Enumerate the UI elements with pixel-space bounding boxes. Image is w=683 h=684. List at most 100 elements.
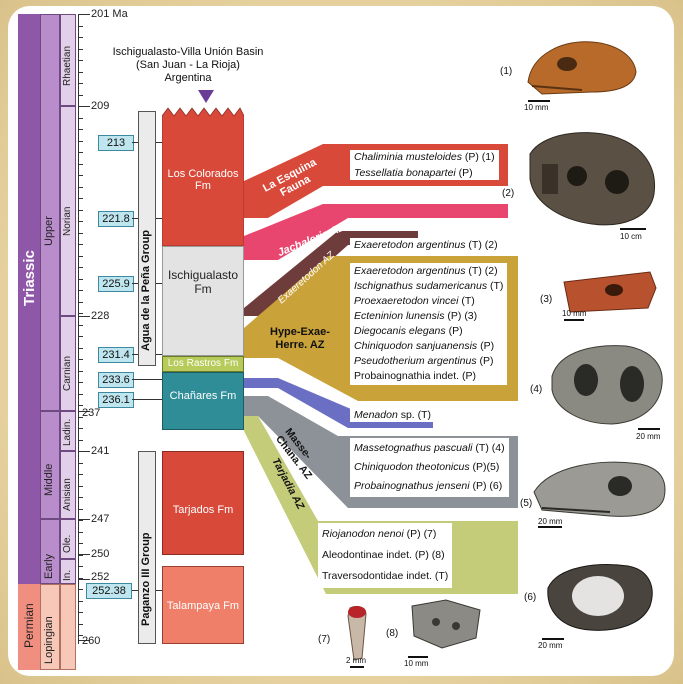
section-marker-triangle-icon xyxy=(198,90,214,104)
age-label-209: 209 xyxy=(91,100,109,112)
scale-bar-3 xyxy=(564,319,584,321)
formation-ischigualasto-name: Ischigualasto xyxy=(162,268,244,282)
age-tick-250 xyxy=(78,554,90,555)
age-axis-minor-tick xyxy=(78,428,83,429)
age-axis-minor-tick xyxy=(78,405,83,406)
taxon-row: Exaeretodon argentinus (T) (2) xyxy=(354,239,498,251)
taxon-row: Probainognathia indet. (P) xyxy=(354,369,503,384)
figure-label-6: (6) xyxy=(524,592,536,603)
figure-label-1: (1) xyxy=(500,66,512,77)
stage-olenekian-label: Ole. xyxy=(62,535,73,553)
stage-carnian-label: Carnian xyxy=(62,356,73,391)
age-axis-minor-tick xyxy=(78,555,83,556)
basin-title: Ischigualasto-Villa Unión Basin (San Jua… xyxy=(108,46,268,85)
specimen-4-skull-image xyxy=(546,340,666,428)
age-axis-minor-tick xyxy=(78,497,83,498)
age-axis-minor-tick xyxy=(78,532,83,533)
age-axis-minor-tick xyxy=(78,164,83,165)
taxon-row: Ecteninion lunensis (P) (3) xyxy=(354,309,503,324)
taxon-row: Traversodontidae indet. (T) xyxy=(322,566,448,587)
age-label-228: 228 xyxy=(91,310,109,322)
radiometric-age-225-9: 225.9 xyxy=(98,276,134,292)
radiometric-age-231-4: 231.4 xyxy=(98,347,134,363)
stage-norian-label: Norian xyxy=(62,207,73,236)
figure-label-8: (8) xyxy=(386,628,398,639)
zone-hype-label: Hype-Exae- Herre. AZ xyxy=(270,326,330,352)
taxon-row: Aleodontinae indet. (P) (8) xyxy=(322,545,448,566)
taxon-row: Riojanodon nenoi (P) (7) xyxy=(322,524,448,545)
age-axis-minor-tick xyxy=(78,589,83,590)
age-label-237: 237 xyxy=(82,407,100,419)
age-axis-minor-tick xyxy=(78,118,83,119)
age-label-247: 247 xyxy=(91,513,109,525)
age-label-201: 201 Ma xyxy=(91,8,128,20)
group-agua-label: Agua de la Peña Group xyxy=(140,230,152,351)
age-axis-minor-tick xyxy=(78,267,83,268)
taxon-row: Menadon sp. (T) xyxy=(354,409,431,421)
age-label-241: 241 xyxy=(91,445,109,457)
age-axis-minor-tick xyxy=(78,72,83,73)
age-axis-minor-tick xyxy=(78,26,83,27)
epoch-lopingian-label: Lopingian xyxy=(43,616,55,664)
age-axis-minor-tick xyxy=(78,198,83,199)
age-axis-minor-tick xyxy=(78,37,83,38)
radiometric-age-221-8: 221.8 xyxy=(98,211,134,227)
age-axis-minor-tick xyxy=(78,463,83,464)
age-tick-209 xyxy=(78,106,90,107)
scale-label-4: 20 mm xyxy=(636,432,660,441)
scale-label-2: 10 cm xyxy=(620,232,642,241)
age-tick-252 xyxy=(78,579,90,580)
radiometric-age-233-6: 233.6 xyxy=(98,372,134,388)
age-axis-minor-tick xyxy=(78,141,83,142)
figure-label-3: (3) xyxy=(540,294,552,305)
figure-label-2: (2) xyxy=(502,188,514,199)
taxon-row: Tessellatia bonapartei (P) xyxy=(354,167,495,179)
age-axis-minor-tick xyxy=(78,348,83,349)
age-axis-minor-tick xyxy=(78,175,83,176)
age-axis-minor-tick xyxy=(78,601,83,602)
specimen-6-skull-image xyxy=(538,558,658,638)
age-label-250: 250 xyxy=(91,548,109,560)
age-axis-minor-tick xyxy=(78,60,83,61)
stage-anisian-label: Anisian xyxy=(62,478,73,511)
age-tick-228 xyxy=(78,316,90,317)
scale-bar-4 xyxy=(638,428,660,430)
age-tick-247 xyxy=(78,519,90,520)
age-tick-201 xyxy=(78,14,90,15)
age-axis-minor-tick xyxy=(78,394,83,395)
age-axis-minor-tick xyxy=(78,440,83,441)
age-axis-minor-tick xyxy=(78,371,83,372)
age-axis-minor-tick xyxy=(78,612,83,613)
taxa-exaeretodon: Exaeretodon argentinus (T) (2) xyxy=(350,238,502,252)
basin-title-line1: Ischigualasto-Villa Unión Basin xyxy=(108,46,268,59)
epoch-upper-label: Upper xyxy=(43,216,55,246)
age-tick-241 xyxy=(78,451,90,452)
age-axis-line xyxy=(78,14,79,644)
taxon-row: Diegocanis elegans (P) xyxy=(354,324,503,339)
figure-label-4: (4) xyxy=(530,384,542,395)
formation-los-colorados-label: Los Colorados Fm xyxy=(162,168,244,192)
scale-bar-5 xyxy=(538,526,562,528)
scale-label-5: 20 mm xyxy=(538,517,562,526)
zone-hype-line2: Herre. AZ xyxy=(270,339,330,352)
age-axis-minor-tick xyxy=(78,83,83,84)
formation-ischigualasto xyxy=(162,246,244,356)
scale-bar-8 xyxy=(408,656,428,658)
scale-bar-2 xyxy=(620,228,646,230)
age-axis-minor-tick xyxy=(78,95,83,96)
formation-tarjados xyxy=(162,451,244,555)
age-axis-minor-tick xyxy=(78,313,83,314)
age-axis-minor-tick xyxy=(78,221,83,222)
age-axis-minor-tick xyxy=(78,474,83,475)
age-axis-minor-tick xyxy=(78,244,83,245)
formation-talampaya-label: Talampaya Fm xyxy=(162,600,244,612)
taxon-row: Chiniquodon sanjuanensis (P) xyxy=(354,339,503,354)
epoch-early-label: Early xyxy=(43,554,55,579)
age-axis-minor-tick xyxy=(78,129,83,130)
scale-label-1: 10 mm xyxy=(524,103,548,112)
scale-label-6: 20 mm xyxy=(538,641,562,650)
scale-label-3: 10 mm xyxy=(562,309,586,318)
stage-rhaetian-label: Rhaetian xyxy=(62,46,73,86)
figure-label-7: (7) xyxy=(318,634,330,645)
taxon-row: Probainognathus jenseni (P) (6) xyxy=(354,477,505,496)
